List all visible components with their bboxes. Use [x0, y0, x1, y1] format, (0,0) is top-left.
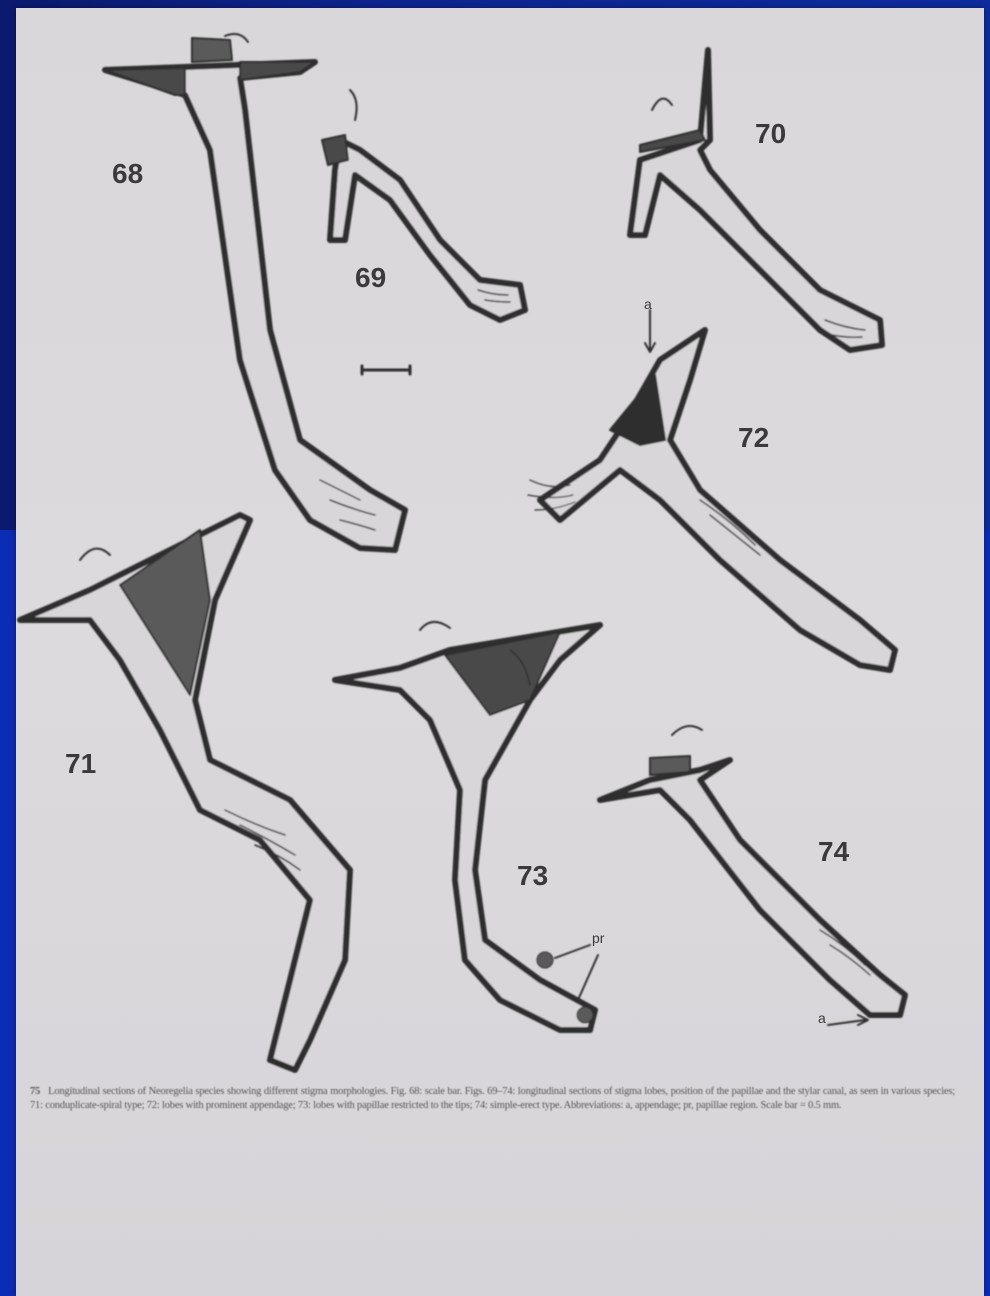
figure-70-drawing: [630, 50, 882, 350]
caption-figure-number: 75: [30, 1086, 40, 1097]
figure-label-69: 69: [355, 262, 386, 294]
figure-label-72: 72: [738, 422, 769, 454]
annotation-a-74: a: [818, 1010, 826, 1026]
figure-label-70: 70: [755, 118, 786, 150]
figure-71-drawing: [20, 515, 350, 1070]
figure-69-drawing: [322, 90, 525, 320]
figure-73-drawing: [335, 622, 600, 1030]
annotation-pr-73: pr: [592, 930, 604, 946]
annotation-a-72: a: [644, 296, 652, 312]
figure-label-74: 74: [818, 836, 849, 868]
figure-label-68: 68: [112, 158, 143, 190]
figure-74-drawing: [600, 726, 905, 1025]
figure-72-drawing: [528, 310, 895, 670]
figure-label-73: 73: [517, 860, 548, 892]
figure-label-71: 71: [65, 748, 96, 780]
caption-text: Longitudinal sections of Neoregelia spec…: [30, 1086, 955, 1111]
